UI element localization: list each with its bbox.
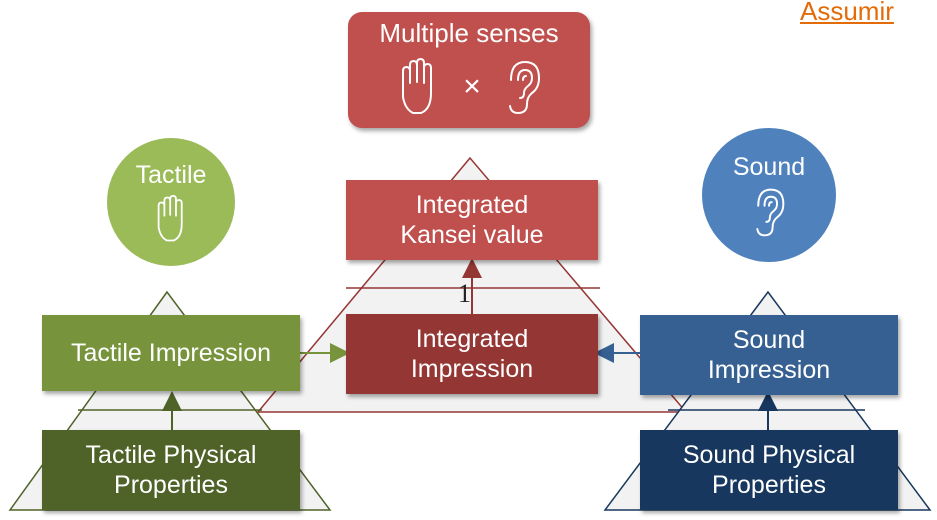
tactile-physical-line1: Tactile Physical xyxy=(85,441,257,469)
integrated-impression-line1: Integrated xyxy=(415,325,529,353)
tactile-impression-label: Tactile Impression xyxy=(70,339,272,367)
tactile-impression-box: Tactile Impression xyxy=(42,315,300,391)
sound-physical-line1: Sound Physical xyxy=(682,441,856,469)
hand-icon xyxy=(395,57,441,117)
tactile-circle-label: Tactile xyxy=(135,160,207,189)
multiply-operator: × xyxy=(463,70,481,104)
sound-impression-line1: Sound xyxy=(732,326,806,354)
integrated-impression-box: Integrated Impression xyxy=(346,314,598,394)
tactile-physical-line2: Properties xyxy=(114,471,228,499)
integrated-impression-line2: Impression xyxy=(410,355,534,383)
multiple-senses-title: Multiple senses xyxy=(379,18,559,48)
arrow-weight-label: 1 xyxy=(458,279,471,308)
sound-impression-box: Sound Impression xyxy=(640,315,898,395)
ear-icon xyxy=(751,186,787,238)
sound-circle-label: Sound xyxy=(732,152,806,181)
hand-icon xyxy=(152,194,190,244)
sound-circle: Sound xyxy=(702,128,836,262)
integrated-kansei-line1: Integrated xyxy=(415,191,529,219)
multiple-senses-box: Multiple senses × xyxy=(348,12,590,128)
tactile-circle: Tactile xyxy=(107,138,235,266)
sound-physical-line2: Properties xyxy=(712,471,826,499)
ear-icon xyxy=(503,58,543,116)
integrated-kansei-line2: Kansei value xyxy=(400,221,544,249)
sound-impression-line2: Impression xyxy=(707,356,831,384)
integrated-kansei-box: Integrated Kansei value xyxy=(346,180,598,260)
assumption-link[interactable]: Assumir xyxy=(800,0,894,26)
senses-icon-row: × xyxy=(395,57,543,117)
sound-physical-box: Sound Physical Properties xyxy=(640,430,898,510)
tactile-physical-box: Tactile Physical Properties xyxy=(42,430,300,510)
